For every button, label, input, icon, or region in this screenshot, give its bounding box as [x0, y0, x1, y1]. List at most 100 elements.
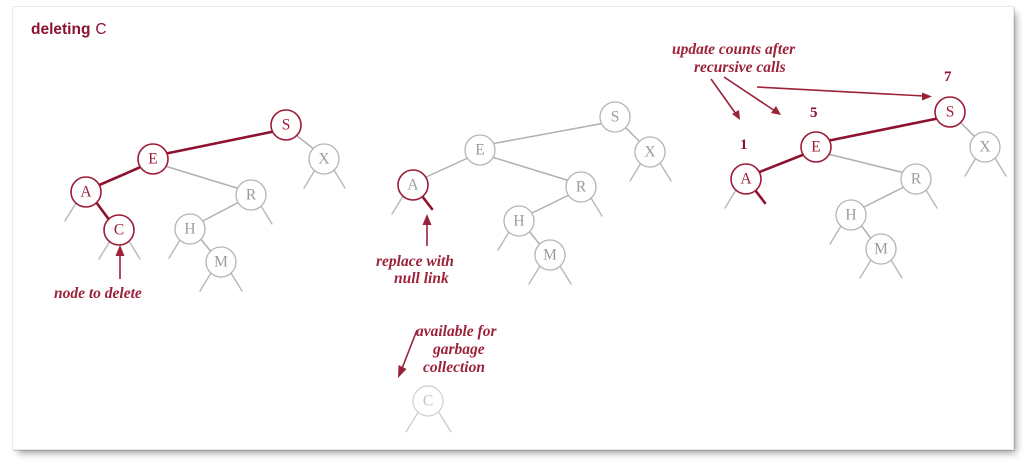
node-C-circle	[103, 214, 135, 246]
replace-with-null-link-pointer	[422, 214, 432, 246]
node2-H-label: H	[513, 213, 524, 230]
annotation-garbage: garbage	[432, 341, 485, 358]
arrow-A-head	[732, 110, 740, 120]
link-R-H	[200, 200, 242, 223]
node2-S-circle	[599, 101, 631, 133]
arrow-E-head	[771, 106, 781, 115]
node2-R-label: R	[576, 179, 587, 196]
stub3-M-right	[890, 259, 903, 279]
node3-A-label: A	[740, 171, 752, 188]
pointer2-head	[422, 214, 432, 225]
node2-A-circle	[397, 169, 429, 201]
panel-before-deletion: S E A C X R H	[54, 109, 346, 302]
node3-M-label: M	[874, 241, 888, 258]
stub2-M-right	[559, 265, 572, 285]
stub3-H-left	[829, 225, 842, 245]
stub2-H-left	[497, 231, 510, 251]
pointer3-head	[398, 365, 407, 378]
count-label-E: 5	[810, 105, 818, 121]
node3-X-label: X	[979, 139, 990, 156]
node2-M[interactable]: M	[534, 239, 566, 271]
node-X-label: X	[318, 151, 329, 168]
node-M[interactable]: M	[205, 246, 237, 278]
node2-A[interactable]: A	[397, 169, 429, 201]
node3-R[interactable]: R	[900, 163, 932, 195]
node-X[interactable]: X	[308, 143, 340, 175]
link2-H-M	[528, 230, 542, 247]
annotation-collection: collection	[423, 359, 485, 376]
arrow-E-shaft	[723, 76, 776, 112]
link3-S-E	[825, 116, 942, 143]
stub-X-right	[333, 169, 346, 189]
link2-S-E	[490, 122, 606, 145]
arrow-A-shaft	[710, 78, 737, 115]
stub2-X-right	[659, 162, 672, 182]
node3-M[interactable]: M	[865, 233, 897, 265]
stub-H-left	[168, 239, 181, 259]
stub-M-left	[199, 272, 212, 292]
node-E[interactable]: E	[137, 143, 169, 175]
node2-R[interactable]: R	[565, 171, 597, 203]
node-S[interactable]: S	[270, 109, 302, 141]
node3-S[interactable]: S	[934, 96, 966, 128]
node3-X[interactable]: X	[969, 131, 1001, 163]
stub-M-right	[230, 272, 243, 292]
update-counts-arrow-to-S	[756, 86, 932, 101]
link-S-X	[295, 134, 316, 151]
update-counts-arrow-to-A	[710, 78, 740, 120]
node2-A-label: A	[407, 177, 419, 194]
node2-S[interactable]: S	[599, 101, 631, 133]
node3-R-circle	[900, 163, 932, 195]
node2-X-label: X	[644, 144, 655, 161]
node2-C-orphan[interactable]: C	[405, 385, 452, 433]
node-R-circle	[235, 179, 267, 211]
node3-S-label: S	[946, 104, 955, 121]
node2-E[interactable]: E	[464, 134, 496, 166]
stub-X-left	[303, 169, 316, 189]
node2-X-circle	[634, 136, 666, 168]
node-X-circle	[308, 143, 340, 175]
stub-A-left	[64, 202, 77, 222]
node3-A-circle	[730, 163, 762, 195]
annotation-replace-with: replace with	[376, 253, 454, 270]
node3-S-circle	[934, 96, 966, 128]
node-S-circle	[270, 109, 302, 141]
link2-R-H	[529, 193, 572, 215]
node3-H[interactable]: H	[835, 199, 867, 231]
node2-M-circle	[534, 239, 566, 271]
stub2-C-right	[437, 410, 452, 433]
link3-E-A	[755, 152, 807, 175]
node-R-label: R	[246, 187, 257, 204]
node2-E-circle	[464, 134, 496, 166]
node3-A[interactable]: A	[730, 163, 762, 195]
node2-S-label: S	[611, 109, 620, 126]
stub2-C-left	[405, 410, 420, 433]
node-H-circle	[174, 213, 206, 245]
node-R[interactable]: R	[235, 179, 267, 211]
node-A[interactable]: A	[70, 176, 102, 208]
stub2-X-left	[629, 162, 642, 182]
node2-X[interactable]: X	[634, 136, 666, 168]
node2-H[interactable]: H	[503, 205, 535, 237]
stub-R-right	[260, 205, 273, 225]
link2-S-X	[624, 126, 642, 144]
node-H[interactable]: H	[174, 213, 206, 245]
node-E-circle	[137, 143, 169, 175]
link2-E-R	[491, 156, 571, 182]
node-H-label: H	[184, 221, 195, 238]
pointer3-shaft	[400, 329, 418, 372]
update-counts-arrow-to-E	[723, 76, 781, 115]
node-A-circle	[70, 176, 102, 208]
node-A-label: A	[80, 184, 92, 201]
annotation-node-to-delete: node to delete	[54, 285, 142, 302]
node2-C-circle	[412, 385, 444, 417]
node-S-label: S	[282, 117, 291, 134]
stub3-R-right	[925, 189, 938, 209]
node-C-to-delete[interactable]: C	[103, 214, 135, 246]
stub3-A-left	[724, 189, 737, 209]
null-link-stub-3	[753, 188, 767, 205]
annotation-available-for: available for	[416, 323, 497, 340]
node3-E[interactable]: E	[800, 131, 832, 163]
node3-R-label: R	[911, 171, 922, 188]
